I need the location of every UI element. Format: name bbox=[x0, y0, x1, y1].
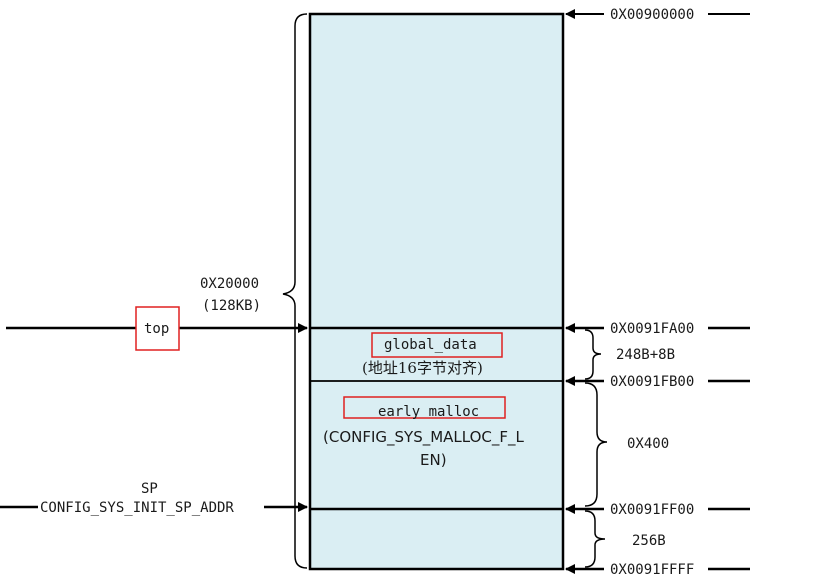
top-label: top bbox=[144, 321, 169, 337]
global-data-highlight-box bbox=[371, 332, 503, 358]
early-malloc-title: early malloc bbox=[378, 404, 479, 420]
global-data-title: global_data bbox=[384, 337, 477, 353]
total-size-brace bbox=[282, 13, 308, 569]
total-size-hex-label: 0X20000 bbox=[200, 276, 259, 292]
global-data-note: (地址16字节对齐) bbox=[362, 359, 483, 377]
early-malloc-config-line2: EN) bbox=[420, 451, 447, 469]
address-label-2: 0X0091FB00 bbox=[610, 374, 694, 390]
memory-block bbox=[308, 12, 565, 571]
address-label-1: 0X0091FA00 bbox=[610, 321, 694, 337]
sp-config-label: CONFIG_SYS_INIT_SP_ADDR bbox=[40, 500, 234, 516]
early-malloc-highlight-box bbox=[343, 396, 506, 419]
stack-size-brace bbox=[584, 510, 606, 568]
global-data-size-brace bbox=[584, 329, 602, 380]
top-highlight-box bbox=[135, 306, 180, 351]
address-label-4: 0X0091FFFF bbox=[610, 562, 694, 578]
sp-label: SP bbox=[141, 481, 158, 497]
total-size-kb-label: (128KB) bbox=[202, 298, 261, 314]
early-malloc-config-line1: (CONFIG_SYS_MALLOC_F_L bbox=[323, 428, 525, 447]
early-malloc-size-brace bbox=[584, 382, 608, 507]
stack-size-label: 256B bbox=[632, 533, 666, 549]
early-malloc-size-label: 0X400 bbox=[627, 436, 669, 452]
global-data-size-label: 248B+8B bbox=[616, 347, 675, 363]
address-label-0: 0X00900000 bbox=[610, 7, 694, 23]
address-label-3: 0X0091FF00 bbox=[610, 502, 694, 518]
